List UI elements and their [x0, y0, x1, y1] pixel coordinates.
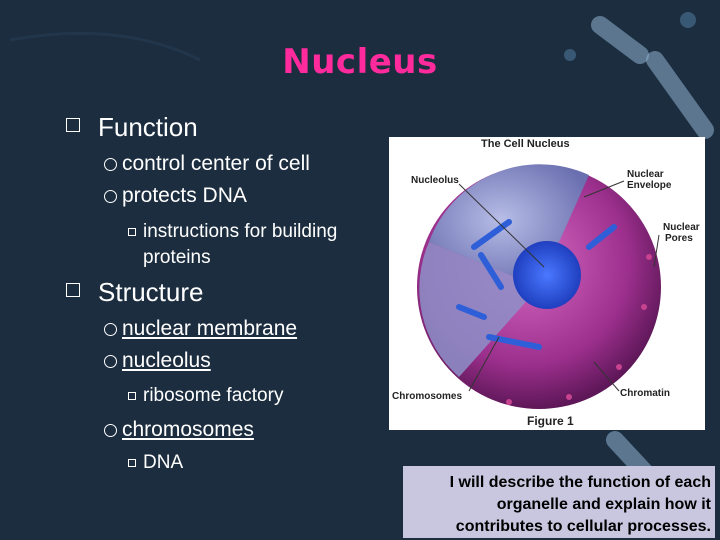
label-chromosomes: Chromosomes — [392, 391, 463, 402]
bullet-circle-icon — [104, 190, 117, 203]
figure-leader-lines — [458, 180, 660, 392]
bullet-circle-icon — [104, 424, 117, 437]
learning-objective-box: I will describe the function of each org… — [403, 466, 715, 538]
chromosome-shapes — [456, 219, 617, 350]
objective-line-3: contributes to cellular processes. — [455, 518, 711, 535]
bullet-square-icon — [128, 392, 136, 400]
list-item: nucleolus — [104, 349, 211, 373]
sub-item-instructions-line2: proteins — [143, 247, 211, 268]
bullet-circle-icon — [104, 355, 117, 368]
item-nucleolus: nucleolus — [122, 349, 211, 372]
item-nuclear-membrane: nuclear membrane — [122, 317, 298, 340]
sub-item-instructions-line1: instructions for building — [143, 221, 338, 242]
bullet-square-icon — [128, 459, 136, 467]
nucleus-figure: The Cell Nucleus Nucleolus Nuclear Envel… — [389, 137, 705, 430]
heading-function-label: Function — [98, 112, 198, 142]
objective-line-2: organelle and explain how it — [496, 496, 711, 513]
slide-title: Nucleus — [282, 42, 438, 82]
list-item: chromosomes — [104, 418, 254, 442]
figure-title: The Cell Nucleus — [481, 138, 570, 150]
item-control-center: control center of cell — [122, 152, 310, 175]
nucleus-illustration — [417, 164, 661, 409]
label-nuclear-pores-line1: Nuclear — [663, 222, 700, 233]
nuclear-pore-dots — [506, 254, 652, 405]
label-nuclear-pores-line2: Pores — [665, 233, 693, 244]
list-item: control center of cell — [104, 152, 310, 176]
list-item: protects DNA — [104, 184, 247, 208]
heading-structure-label: Structure — [98, 277, 204, 307]
label-nuclear-envelope-line1: Nuclear — [627, 169, 664, 180]
label-nucleolus: Nucleolus — [411, 175, 459, 186]
nucleolus-shape — [513, 241, 581, 309]
label-chromatin: Chromatin — [620, 388, 670, 399]
list-item: nuclear membrane — [104, 317, 297, 341]
item-chromosomes: chromosomes — [122, 418, 254, 441]
bullet-circle-icon — [104, 158, 117, 171]
figure-caption: Figure 1 — [527, 414, 574, 428]
label-nuclear-envelope-line2: Envelope — [627, 180, 672, 191]
item-protects-dna: protects DNA — [122, 184, 247, 207]
bullet-box-icon — [66, 283, 80, 297]
bullet-circle-icon — [104, 323, 117, 336]
sub-item-ribosome-factory: ribosome factory — [143, 385, 284, 406]
nucleus-inner-section — [419, 242, 539, 377]
bullet-square-icon — [128, 228, 136, 236]
bullet-box-icon — [66, 118, 80, 132]
sub-item-dna: DNA — [143, 452, 184, 473]
objective-line-1: I will describe the function of each — [449, 474, 711, 491]
